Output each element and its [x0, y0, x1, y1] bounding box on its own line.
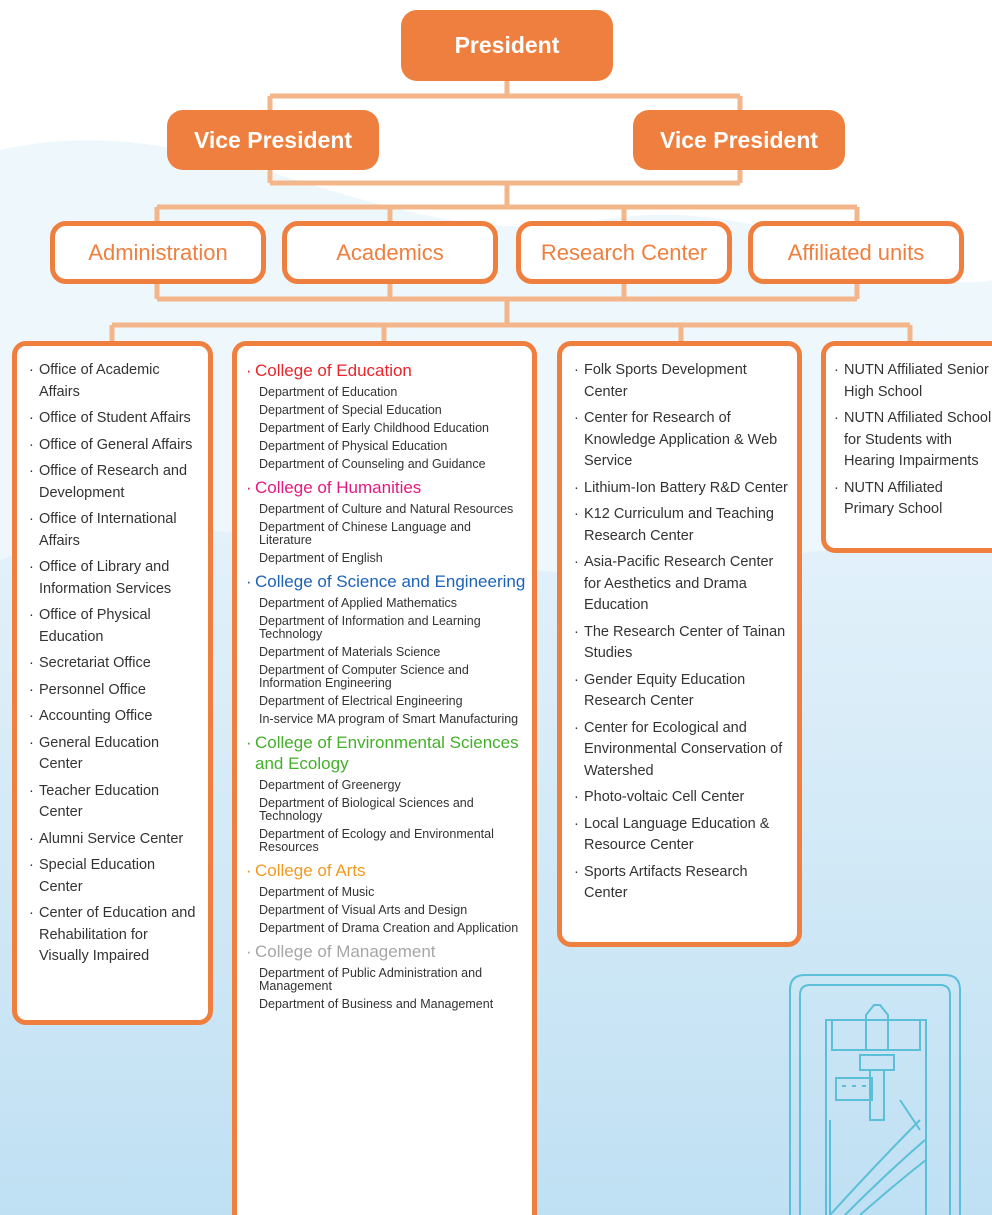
college-environmental-sciences: College of Environmental Sciences and Ec… [245, 732, 526, 854]
department-item: Department of English [259, 551, 383, 565]
research-center-item: Center for Ecological and Environmental … [572, 718, 789, 783]
department-item: Department of Applied Mathematics [259, 596, 458, 610]
college-name: College of Management [245, 941, 526, 962]
vice-president-label: Vice President [659, 126, 819, 153]
administration-item: Office of Student Affairs [27, 408, 198, 430]
administration-item: Personnel Office [27, 680, 198, 702]
department-item: Department of Public Administration and … [259, 966, 483, 993]
college-humanities: College of Humanities Department of Cult… [245, 477, 526, 565]
administration-item: Office of Library and Information Servic… [27, 557, 198, 600]
administration-item: Office of General Affairs [27, 435, 198, 457]
division-academics: Academics [282, 221, 498, 284]
administration-item: Center of Education and Rehabilitation f… [27, 903, 198, 968]
department-item: Department of Ecology and Environmental … [259, 827, 494, 854]
division-administration: Administration [50, 221, 266, 284]
division-label: Affiliated units [787, 239, 925, 265]
college-name: College of Humanities [245, 477, 526, 498]
administration-item: Office of Research and Development [27, 461, 198, 504]
administration-item: Office of International Affairs [27, 509, 198, 552]
vice-president-left-node: Vice President [167, 110, 379, 170]
administration-item: Teacher Education Center [27, 781, 198, 824]
administration-item: Secretariat Office [27, 653, 198, 675]
department-item: Department of Special Education [259, 403, 442, 417]
affiliated-unit-item: NUTN Affiliated Primary School [832, 478, 992, 521]
division-research-center: Research Center [516, 221, 732, 284]
department-item: Department of Materials Science [259, 645, 441, 659]
research-center-item: Gender Equity Education Research Center [572, 670, 789, 713]
research-center-item: Folk Sports Development Center [572, 360, 789, 403]
department-item: Department of Computer Science and Infor… [259, 663, 469, 690]
department-item: Department of Visual Arts and Design [259, 903, 468, 917]
department-item: Department of Business and Management [259, 997, 494, 1011]
department-item: Department of Physical Education [259, 439, 448, 453]
department-item: Department of Education [259, 385, 398, 399]
college-education: College of Education Department of Educa… [245, 360, 526, 471]
president-node: President [401, 10, 613, 81]
department-item: Department of Information and Learning T… [259, 614, 481, 641]
administration-item: Office of Physical Education [27, 605, 198, 648]
department-item: In-service MA program of Smart Manufactu… [259, 712, 519, 726]
affiliated-units-list: NUTN Affiliated Senior High School NUTN … [821, 341, 992, 553]
department-item: Department of Greenergy [259, 778, 401, 792]
division-label: Research Center [540, 239, 708, 265]
department-item: Department of Drama Creation and Applica… [259, 921, 519, 935]
college-science-engineering: College of Science and Engineering Depar… [245, 571, 526, 726]
department-item: Department of Culture and Natural Resour… [259, 502, 514, 516]
president-label: President [454, 32, 560, 58]
research-center-item: K12 Curriculum and Teaching Research Cen… [572, 504, 789, 547]
department-item: Department of Counseling and Guidance [259, 457, 486, 471]
college-name: College of Science and Engineering [245, 571, 526, 592]
administration-item: Accounting Office [27, 706, 198, 728]
administration-list: Office of Academic Affairs Office of Stu… [12, 341, 213, 1025]
research-center-item: Center for Research of Knowledge Applica… [572, 408, 789, 473]
department-item: Department of Early Childhood Education [259, 421, 489, 435]
college-arts: College of Arts Department of Music Depa… [245, 860, 526, 935]
building-illustration [789, 974, 961, 1215]
administration-item: Alumni Service Center [27, 829, 198, 851]
division-label: Academics [336, 239, 444, 265]
vice-president-label: Vice President [193, 126, 353, 153]
research-center-item: The Research Center of Tainan Studies [572, 622, 789, 665]
research-center-item: Asia-Pacific Research Center for Aesthet… [572, 552, 789, 617]
research-center-item: Photo-voltaic Cell Center [572, 787, 789, 809]
department-item: Department of Biological Sciences and Te… [259, 796, 474, 823]
department-item: Department of Music [259, 885, 375, 899]
research-center-list: Folk Sports Development Center Center fo… [557, 341, 802, 947]
division-affiliated-units: Affiliated units [748, 221, 964, 284]
connector-lines [109, 80, 913, 342]
administration-item: Special Education Center [27, 855, 198, 898]
college-name: College of Environmental Sciences and Ec… [245, 732, 526, 774]
administration-item: General Education Center [27, 733, 198, 776]
research-center-item: Lithium-Ion Battery R&D Center [572, 478, 789, 500]
division-label: Administration [88, 239, 228, 265]
department-item: Department of Chinese Language and Liter… [259, 520, 471, 547]
research-center-item: Sports Artifacts Research Center [572, 862, 789, 905]
vice-president-right-node: Vice President [633, 110, 845, 170]
affiliated-unit-item: NUTN Affiliated Senior High School [832, 360, 992, 403]
research-center-item: Local Language Education & Resource Cent… [572, 814, 789, 857]
department-item: Department of Electrical Engineering [259, 694, 463, 708]
academics-list: College of Education Department of Educa… [232, 341, 537, 1215]
college-name: College of Arts [245, 860, 526, 881]
college-name: College of Education [245, 360, 526, 381]
affiliated-unit-item: NUTN Affiliated School for Students with… [832, 408, 992, 473]
administration-item: Office of Academic Affairs [27, 360, 198, 403]
college-management: College of Management Department of Publ… [245, 941, 526, 1011]
